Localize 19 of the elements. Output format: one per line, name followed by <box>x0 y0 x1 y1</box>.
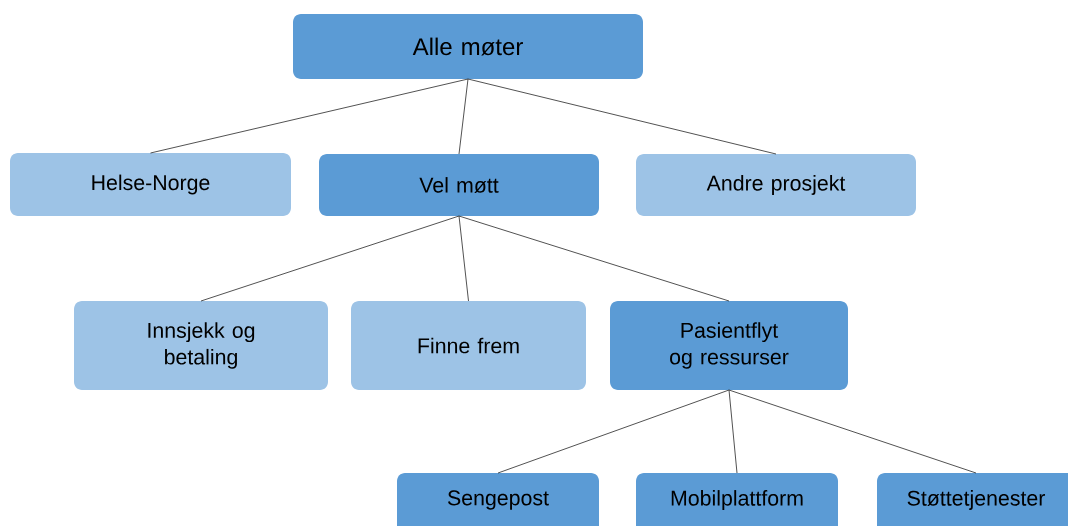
org-box: Andre prosjekt <box>636 154 916 216</box>
connector-line <box>458 78 469 155</box>
org-box: Finne frem <box>351 301 586 390</box>
connector-line <box>728 389 977 474</box>
org-box: Vel møtt <box>319 154 599 216</box>
org-box: Alle møter <box>293 14 643 79</box>
connector-line <box>728 389 738 474</box>
connector-line <box>497 389 730 474</box>
org-box: Støttetjenester <box>877 473 1068 526</box>
org-box: Mobilplattform <box>636 473 838 526</box>
connector-line <box>150 78 469 154</box>
org-box: Pasientflyt og ressurser <box>610 301 848 390</box>
org-box: Innsjekk og betaling <box>74 301 328 390</box>
connector-line <box>200 215 460 302</box>
connector-line <box>458 215 730 302</box>
org-box: Sengepost <box>397 473 599 526</box>
connector-line <box>467 78 777 155</box>
connector-line <box>458 215 469 302</box>
org-box: Helse-Norge <box>10 153 291 216</box>
